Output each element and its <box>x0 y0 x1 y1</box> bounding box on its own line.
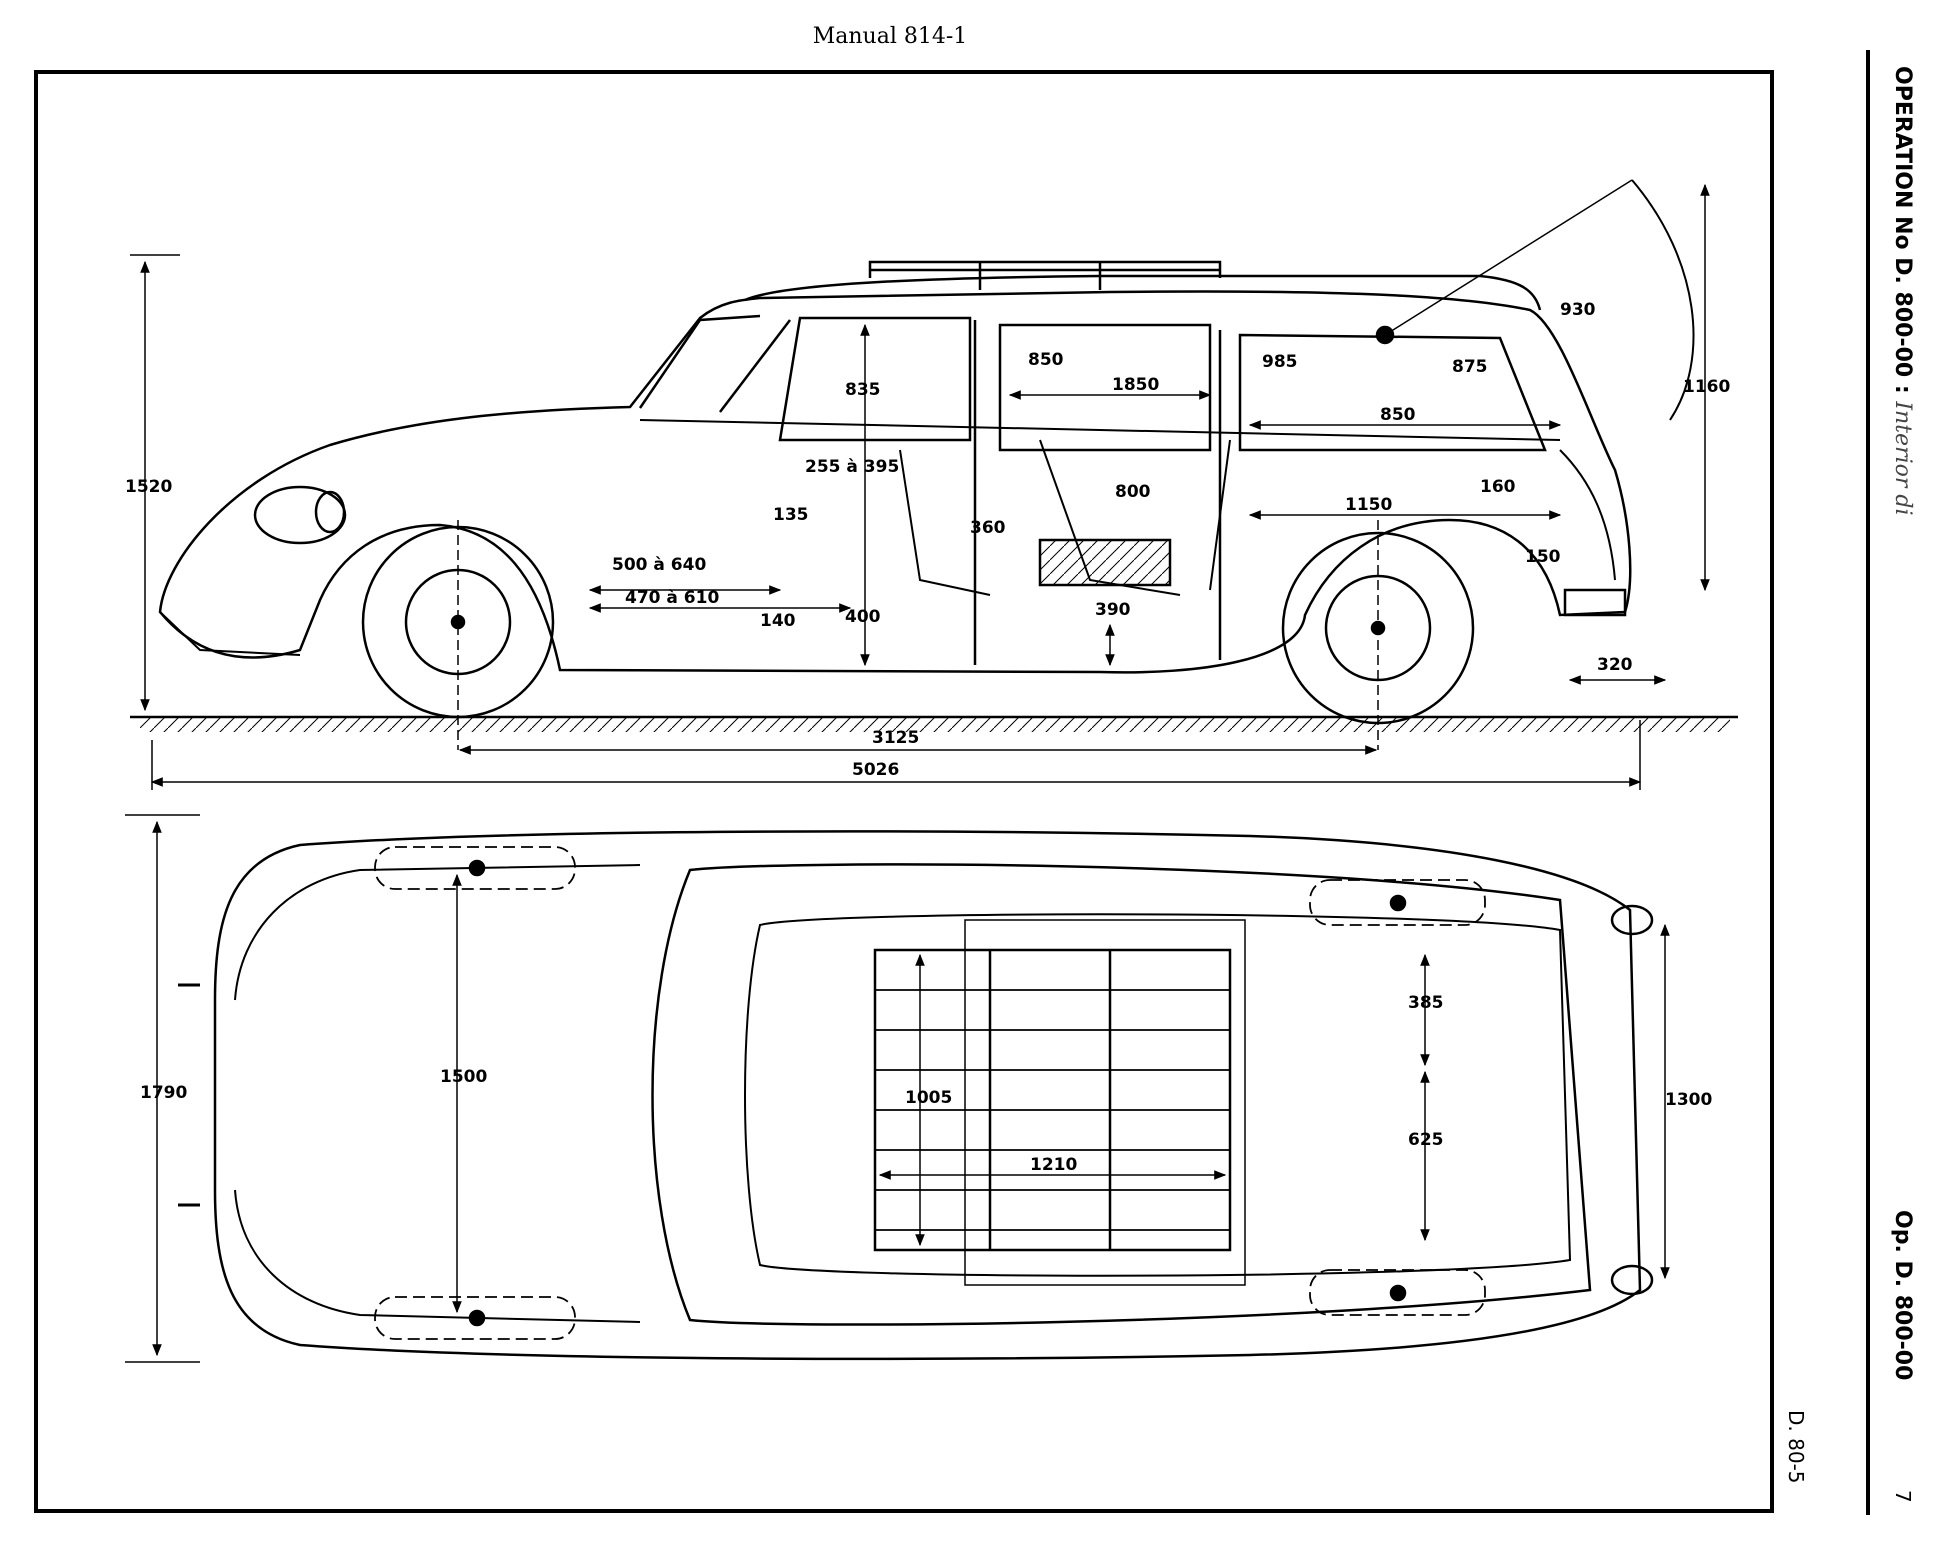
dim-overall-length: 5026 <box>852 760 899 780</box>
dim-wheelbase: 3125 <box>872 728 919 748</box>
dim-rear-overhang: 320 <box>1597 655 1633 675</box>
dim-pedal-reach: 360 <box>970 518 1006 538</box>
drawing-reference: D. 80-5 <box>1784 1410 1808 1484</box>
dim-bumper-height: 150 <box>1525 547 1561 567</box>
dim-tailgate-arc: 930 <box>1560 300 1596 320</box>
dim-rear-height: 1160 <box>1683 377 1730 397</box>
dim-cushion-height: 135 <box>773 505 809 525</box>
dim-cargo-length: 850 <box>1380 405 1416 425</box>
dim-floor-width-upper: 385 <box>1408 993 1444 1013</box>
margin-rule <box>1866 50 1870 1515</box>
drawing-frame <box>34 70 1774 1513</box>
dim-seat-back: 800 <box>1115 482 1151 502</box>
dim-rear-headroom: 985 <box>1262 352 1298 372</box>
dim-rear-door-clearance: 875 <box>1452 357 1488 377</box>
side-view-labels: 1520 1160 930 835 850 985 875 1850 850 1… <box>125 300 1730 780</box>
operation-short-code: Op. D. 800-00 <box>1890 1210 1915 1381</box>
dim-seat-range: 255 à 395 <box>805 457 899 477</box>
page-number: 7 <box>1891 1490 1915 1503</box>
dim-rear-seat-height: 390 <box>1095 600 1131 620</box>
dim-cargo-floor-length: 1150 <box>1345 495 1392 515</box>
dim-rack-length: 1005 <box>905 1088 952 1108</box>
dim-rear-track: 1300 <box>1665 1090 1712 1110</box>
dim-overall-height: 1520 <box>125 477 172 497</box>
operation-subtitle-text: Interior di <box>1890 401 1915 516</box>
dim-front-seat-height: 400 <box>845 607 881 627</box>
manual-header: Manual 814-1 <box>812 24 968 49</box>
side-view <box>130 179 1738 790</box>
plan-view <box>125 814 1670 1363</box>
dim-rear-step: 160 <box>1480 477 1516 497</box>
operation-title-text: OPERATION No D. 800-00 : <box>1890 66 1915 394</box>
dim-floor-step: 140 <box>760 611 796 631</box>
dim-mid-headroom: 850 <box>1028 350 1064 370</box>
operation-title: OPERATION No D. 800-00 : Interior di <box>1890 66 1915 516</box>
dim-interior-length: 1850 <box>1112 375 1159 395</box>
dim-floor-width-lower: 625 <box>1408 1130 1444 1150</box>
dim-cushion-legroom: 470 à 610 <box>625 588 719 608</box>
plan-view-labels: 1790 1500 1300 1005 1210 385 625 <box>140 993 1712 1175</box>
dim-overall-width: 1790 <box>140 1083 187 1103</box>
dim-front-headroom: 835 <box>845 380 881 400</box>
dim-front-legroom: 500 à 640 <box>612 555 706 575</box>
dim-rack-width: 1210 <box>1030 1155 1077 1175</box>
dim-front-track: 1500 <box>440 1067 487 1087</box>
